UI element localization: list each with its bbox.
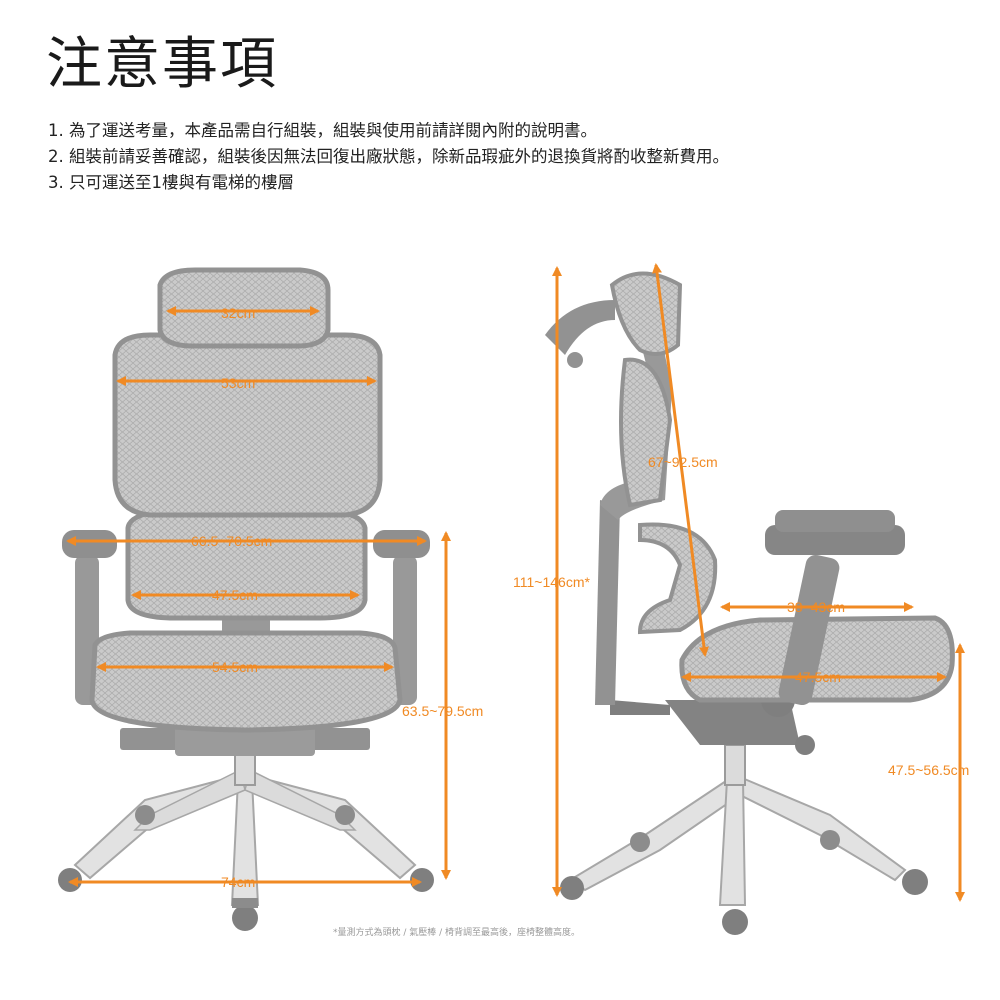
label-headrest-width: 32cm — [221, 305, 255, 321]
label-total-height: 111~146cm* — [513, 574, 590, 590]
label-seat-depth-range: 38~43cm — [787, 599, 845, 615]
front-seat — [89, 630, 403, 733]
side-armrest — [765, 510, 905, 706]
dimension-lines — [66, 263, 965, 902]
label-arm-height: 63.5~79.5cm — [402, 703, 483, 719]
note-item: 3. 只可運送至1樓與有電梯的樓層 — [48, 173, 294, 192]
side-back-frame — [595, 500, 620, 705]
label-seat-width: 54.5cm — [212, 659, 258, 675]
page-title: 注意事項 — [46, 32, 278, 97]
side-coat-hanger — [545, 300, 615, 355]
label-base-width: 74cm — [221, 874, 255, 890]
label-seat-depth: 47.5cm — [795, 669, 841, 685]
note-item: 1. 為了運送考量，本產品需自行組裝，組裝與使用前請詳閱內附的說明書。 — [48, 121, 597, 140]
label-armrest-span: 66.5~70.5cm — [191, 533, 272, 549]
label-backrest-width: 53cm — [221, 375, 255, 391]
label-back-height: 67~92.5cm — [648, 454, 718, 470]
notes-list: 1. 為了運送考量，本產品需自行組裝，組裝與使用前請詳閱內附的說明書。 2. 組… — [48, 118, 729, 196]
side-base — [560, 773, 928, 935]
footnote: *量測方式為頭枕 / 氣壓棒 / 椅背調至最高後，座椅整體高度。 — [333, 926, 580, 938]
dim-back-height — [652, 263, 709, 657]
note-item: 2. 組裝前請妥善確認，組裝後因無法回復出廠狀態，除新品瑕疵外的退換貨將酌收整新… — [48, 147, 729, 166]
label-lumbar-width: 47.5cm — [212, 587, 258, 603]
label-seat-height: 47.5~56.5cm — [888, 762, 969, 778]
